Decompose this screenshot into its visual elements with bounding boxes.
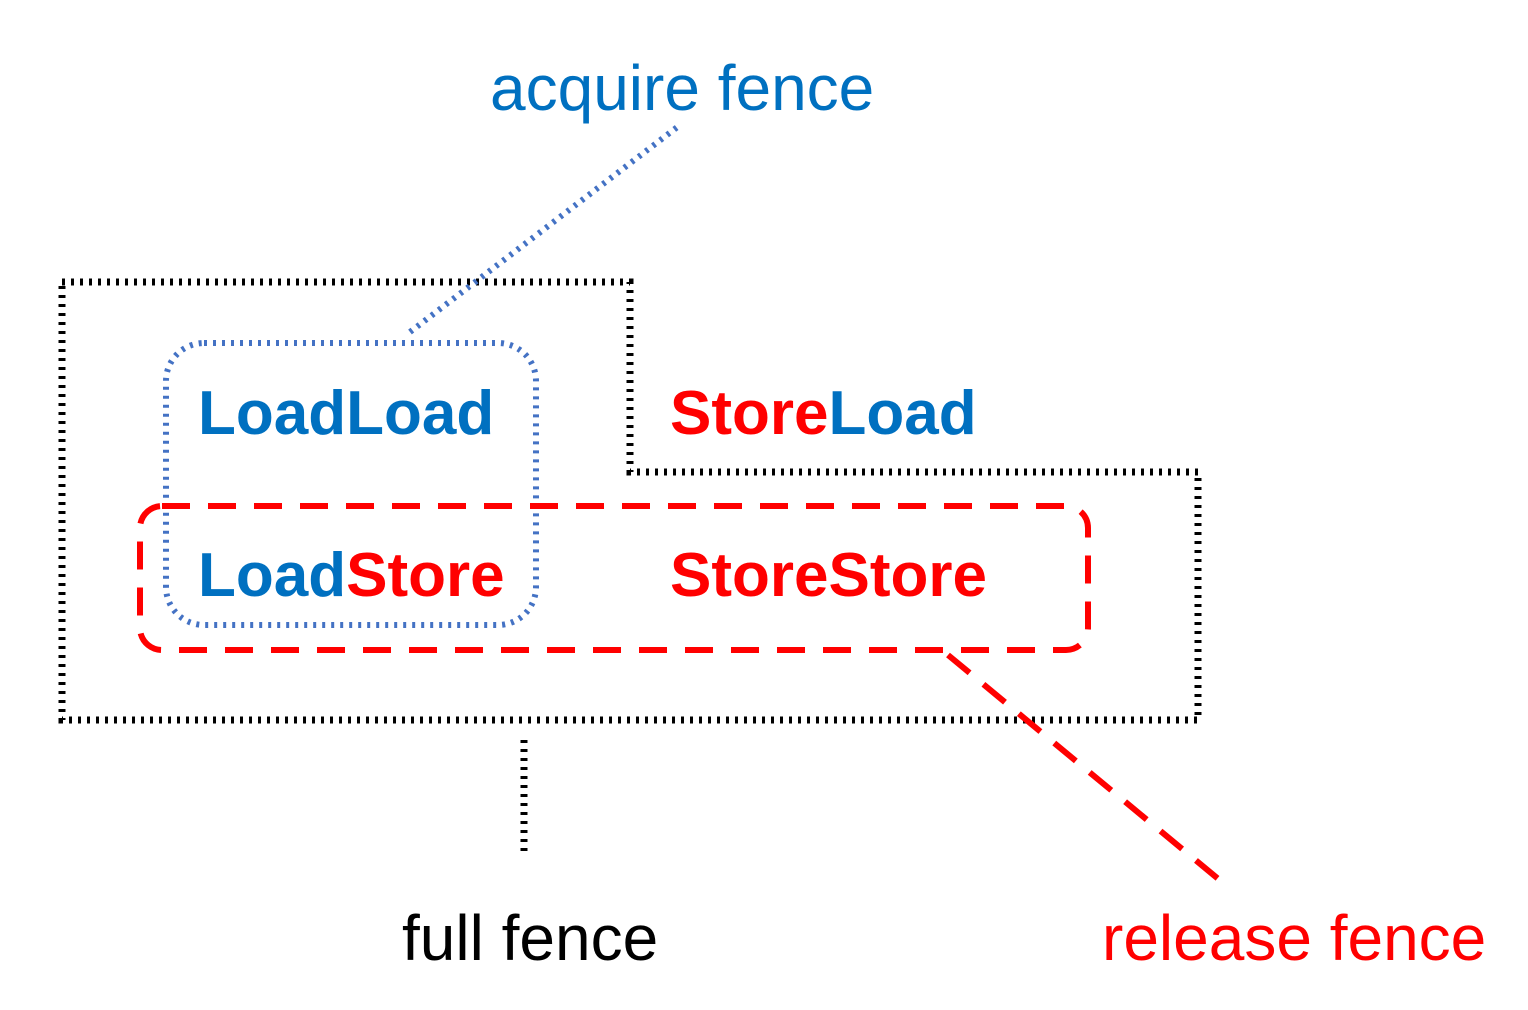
store-load-op: StoreLoad — [670, 379, 977, 448]
release-fence-label: release fence — [1102, 902, 1486, 974]
store-load-part1: Store — [670, 379, 828, 448]
store-store-op: StoreStore — [670, 541, 987, 610]
store-store-part2: Store — [828, 541, 986, 610]
load-store-part2: Store — [346, 541, 504, 610]
release-fence-boundary — [137, 503, 1091, 653]
store-store-part1: Store — [670, 541, 828, 610]
load-load-part1: Load — [198, 379, 346, 448]
release-fence-connector — [946, 652, 1224, 885]
full-fence-label: full fence — [402, 902, 658, 974]
load-store-part1: Load — [198, 541, 346, 610]
load-store-op: LoadStore — [198, 541, 505, 610]
load-load-op: LoadLoad — [198, 379, 494, 448]
load-load-part2: Load — [346, 379, 494, 448]
full-fence-boundary — [58, 278, 1202, 724]
acquire-fence-label: acquire fence — [490, 52, 874, 124]
store-load-part2: Load — [828, 379, 976, 448]
acquire-fence-boundary — [163, 340, 539, 628]
acquire-fence-connector — [408, 122, 682, 335]
